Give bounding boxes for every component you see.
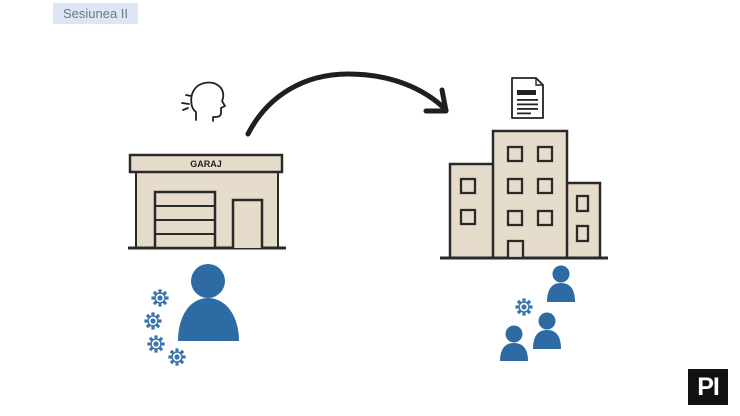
- person-icon-small: [533, 312, 561, 349]
- session-label: Sesiunea II: [53, 3, 138, 24]
- gear-icon: [515, 298, 533, 316]
- person-icon-small: [500, 325, 528, 361]
- person-icon-large: [178, 264, 239, 341]
- pi-logo: PI: [688, 369, 728, 405]
- office-buildings: [440, 129, 608, 260]
- garage-sign: GARAJ: [190, 159, 222, 169]
- document-icon: [511, 77, 544, 119]
- speaking-head-icon: [181, 81, 226, 122]
- person-icon-small: [547, 265, 575, 302]
- flow-arrow: [245, 71, 449, 137]
- garage-building: GARAJ: [128, 153, 286, 250]
